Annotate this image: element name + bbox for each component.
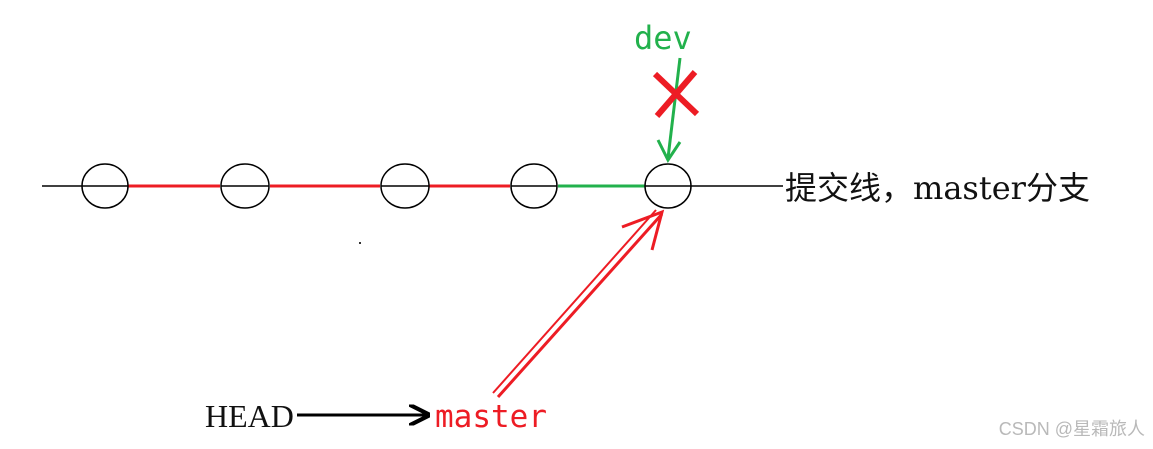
delete-mark-icon — [652, 70, 700, 118]
master-branch-label: master — [435, 399, 547, 435]
stray-dot — [359, 242, 361, 244]
commit-node — [81, 163, 129, 209]
commit-node — [220, 163, 270, 209]
commit-node — [380, 163, 430, 209]
dev-branch-label: dev — [634, 19, 692, 57]
dev-arrow — [656, 57, 682, 163]
head-label: HEAD — [205, 398, 294, 434]
commit-node — [510, 163, 558, 209]
commit-node — [644, 163, 692, 209]
master-arrow — [492, 209, 665, 399]
watermark: CSDN @星霜旅人 — [998, 419, 1145, 439]
commit-line-label: 提交线，master分支 — [785, 169, 1090, 207]
